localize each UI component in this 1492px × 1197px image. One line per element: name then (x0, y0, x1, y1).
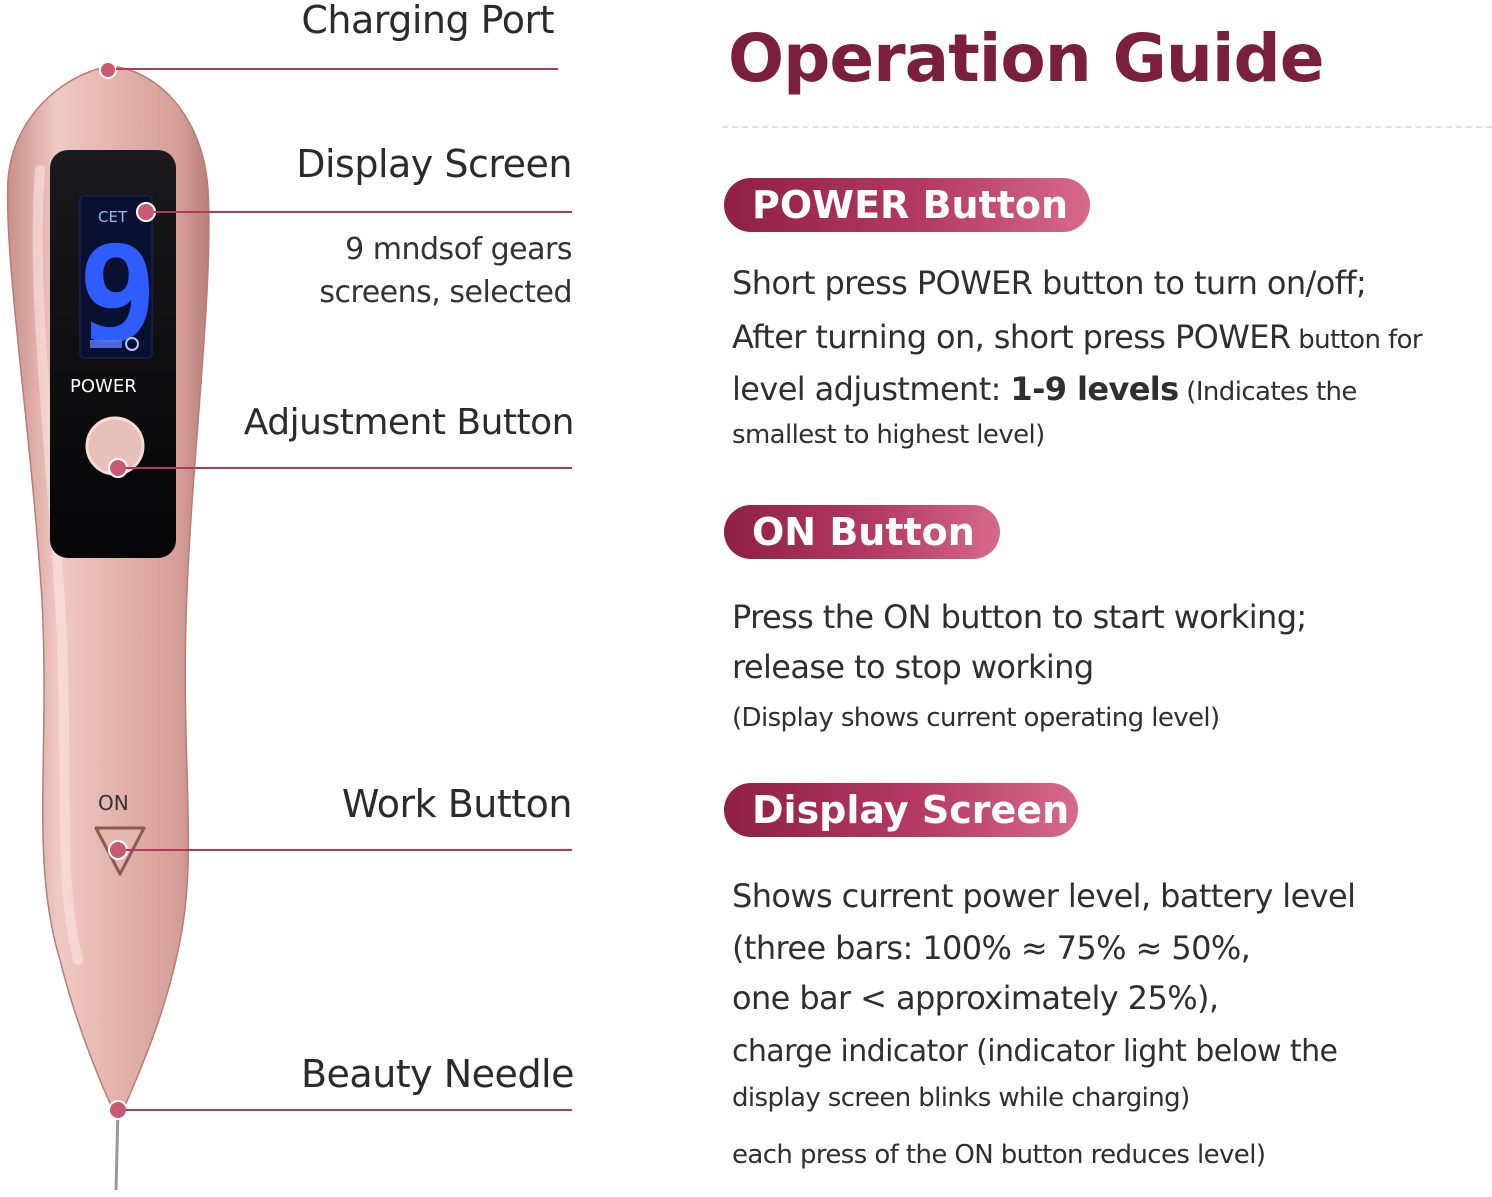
power-line-2-main: After turning on, short press POWER (732, 318, 1291, 356)
adjustment-pointer-icon (108, 458, 128, 478)
power-line-3-small: (Indicates the (1178, 377, 1357, 407)
callout-work-button: Work Button (341, 782, 573, 826)
needle-pointer-icon (108, 1100, 128, 1120)
leader-display-screen (154, 211, 572, 213)
power-line-2-small: button for (1290, 325, 1422, 355)
charge-indicator-icon (125, 337, 139, 351)
callout-beauty-needle: Beauty Needle (300, 1052, 575, 1096)
display-line-5: display screen blinks while charging) (732, 1083, 1190, 1113)
power-button-heading: POWER Button (724, 178, 1090, 232)
callout-display-screen: Display Screen (296, 142, 572, 186)
leader-adjustment-button (126, 467, 572, 469)
display-line-2: (three bars: 100% ≈ 75% ≈ 50%, (732, 929, 1251, 967)
on-line-2: release to stop working (732, 648, 1094, 686)
power-line-2: After turning on, short press POWER butt… (732, 318, 1423, 356)
power-label: POWER (70, 376, 137, 397)
work-pointer-icon (108, 840, 128, 860)
callout-display-sub-1: 9 mndsof gears (345, 232, 572, 267)
display-line-6: each press of the ON button reduces leve… (732, 1140, 1266, 1170)
callout-charging-port: Charging Port (301, 0, 554, 42)
lcd-screen (79, 195, 153, 359)
device-illustration: CET 9 POWER ON (6, 61, 210, 1191)
power-line-3: level adjustment: 1-9 levels (Indicates … (732, 370, 1357, 408)
screen-top-label: CET (98, 208, 128, 226)
display-screen-pointer-icon (136, 202, 156, 222)
leader-charging-port (116, 68, 558, 70)
leader-work-button (126, 849, 572, 851)
on-label: ON (98, 791, 129, 815)
charging-port-icon (99, 61, 117, 79)
display-line-1: Shows current power level, battery level (732, 877, 1356, 915)
power-line-3-main: level adjustment: (732, 370, 1011, 408)
battery-indicator-icon (90, 340, 122, 348)
beauty-needle (114, 1107, 120, 1191)
display-screen-heading: Display Screen (724, 783, 1078, 837)
power-line-4: smallest to highest level) (732, 420, 1045, 450)
title-divider (722, 126, 1492, 128)
display-line-4: charge indicator (indicator light below … (732, 1034, 1338, 1069)
callout-adjustment-button: Adjustment Button (243, 402, 575, 443)
on-line-3: (Display shows current operating level) (732, 703, 1220, 733)
display-line-3: one bar < approximately 25%), (732, 979, 1219, 1017)
power-line-1: Short press POWER button to turn on/off; (732, 264, 1367, 302)
screen-digit: 9 (78, 218, 157, 372)
on-line-1: Press the ON button to start working; (732, 598, 1307, 636)
guide-title: Operation Guide (728, 20, 1324, 97)
power-line-3-bold: 1-9 levels (1010, 370, 1179, 408)
callout-display-sub-2: screens, selected (319, 275, 572, 310)
on-button-heading: ON Button (724, 505, 1000, 559)
leader-beauty-needle (126, 1109, 572, 1111)
